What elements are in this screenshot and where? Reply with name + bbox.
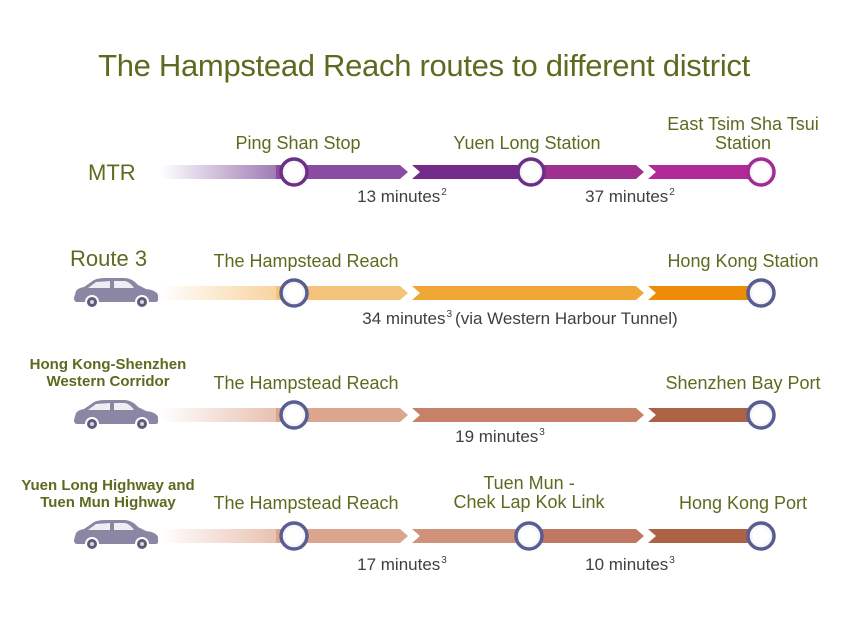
highway-stop3-label: Hong Kong Port [678,493,808,513]
corridor-stop1-label: The Hampstead Reach [213,373,399,393]
route3-mode-label: Route 3 [70,246,148,271]
mtr-mode-label: MTR [88,160,136,185]
mtr-stop-east-tsim-sha-tsui [746,157,776,187]
highway-stop2-label: Tuen Mun - Chek Lap Kok Link [453,473,605,512]
mtr-line-segment [276,165,408,179]
highway-stop-hong-kong-port [746,521,776,551]
corridor-line-segment [412,408,644,422]
corridor-stop-shenzhen-bay [746,400,776,430]
highway-line-segment [412,529,520,543]
highway-line-segment [540,529,644,543]
route3-line-fade [160,286,280,300]
highway-stop-hampstead [279,521,309,551]
route3-line-segment [276,286,408,300]
highway-stop-tuen-mun [514,521,544,551]
route3-line [160,278,776,308]
route3-line-segment [648,286,752,300]
car-icon [74,520,158,551]
highway-time1: 17 minutes3 [357,555,447,574]
corridor-line-segment [648,408,752,422]
mtr-stop3-line2: Station [714,133,772,153]
route3-time1: 34 minutes3(via Western Harbour Tunnel) [362,309,678,328]
mtr-stop1-label: Ping Shan Stop [235,133,361,153]
mtr-stop2-label: Yuen Long Station [453,133,601,153]
mtr-stop3-label: East Tsim Sha Tsui Station [667,115,818,153]
car-icon [74,400,158,431]
corridor-mode-label: Hong Kong-Shenzhen Western Corridor [29,356,187,390]
mtr-line-fade [160,165,280,179]
route3-stop-hampstead [279,278,309,308]
corridor-line-segment [276,408,408,422]
mtr-stop3-line1: East Tsim Sha Tsui [667,114,819,134]
corridor-time1: 19 minutes3 [455,427,545,446]
corridor-stop-hampstead [279,400,309,430]
mtr-line-segment [412,165,520,179]
corridor-line [160,400,776,430]
mtr-time1: 13 minutes2 [357,187,447,206]
mtr-stop-ping-shan [279,157,309,187]
highway-time2: 10 minutes3 [585,555,675,574]
highway-line-segment [648,529,752,543]
route3-stop-hong-kong-station [746,278,776,308]
highway-line-segment [276,529,408,543]
corridor-stop2-label: Shenzhen Bay Port [665,373,821,393]
highway-line [160,521,776,551]
page-title: The Hampstead Reach routes to different … [98,48,750,83]
car-icon [74,278,158,309]
highway-mode-label: Yuen Long Highway and Tuen Mun Highway [21,477,195,511]
highway-stop1-label: The Hampstead Reach [213,493,399,513]
route3-stop1-label: The Hampstead Reach [213,251,399,271]
route3-line-segment [412,286,644,300]
mtr-line-segment [648,165,752,179]
route3-stop2-label: Hong Kong Station [667,251,819,271]
mtr-stop-yuen-long [516,157,546,187]
mtr-line-segment [540,165,644,179]
corridor-line-fade [160,408,280,422]
highway-line-fade [160,529,280,543]
mtr-time2: 37 minutes2 [585,187,675,206]
mtr-line [160,157,776,187]
